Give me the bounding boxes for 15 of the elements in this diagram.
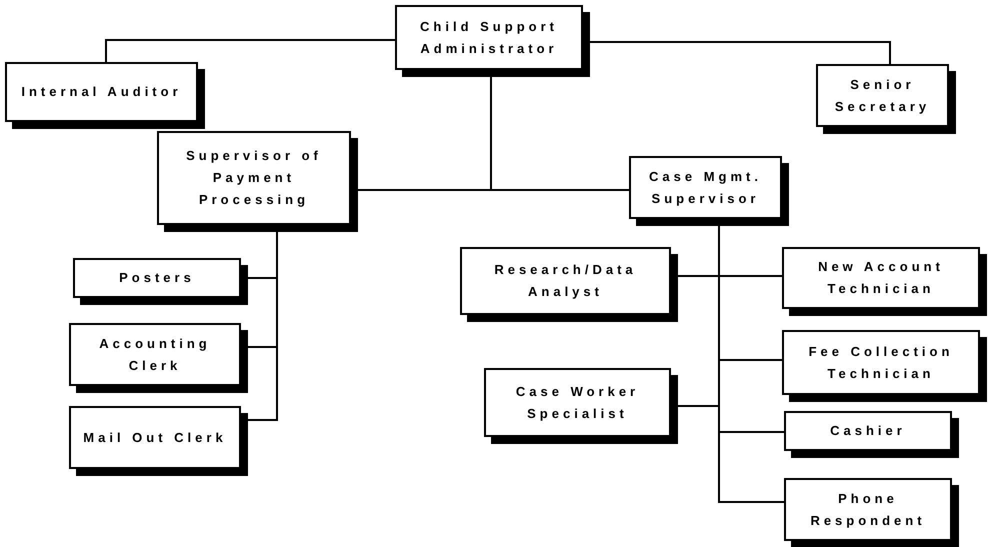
position-title: Fee Collection Technician [808, 342, 954, 382]
position-title: Phone Respondent [809, 490, 927, 530]
position-title: Case Mgmt. Supervisor [648, 168, 763, 208]
position-title: Case Worker Specialist [514, 382, 640, 423]
position-title: New Account Technician [817, 258, 945, 298]
position-title: Research/Data Analyst [493, 261, 638, 301]
connector-line [105, 39, 395, 62]
position-title: Mail Out Clerk [83, 428, 227, 446]
position-title: Internal Auditor [21, 83, 182, 101]
position-title: Child Support Administrator [419, 18, 559, 58]
position-title: Supervisor of Payment Processing [185, 147, 323, 209]
position-title: Accounting Clerk [98, 334, 212, 374]
position-title: Senior Secretary [834, 76, 932, 116]
position-title: Posters [119, 269, 195, 287]
position-title: Cashier [830, 422, 906, 440]
